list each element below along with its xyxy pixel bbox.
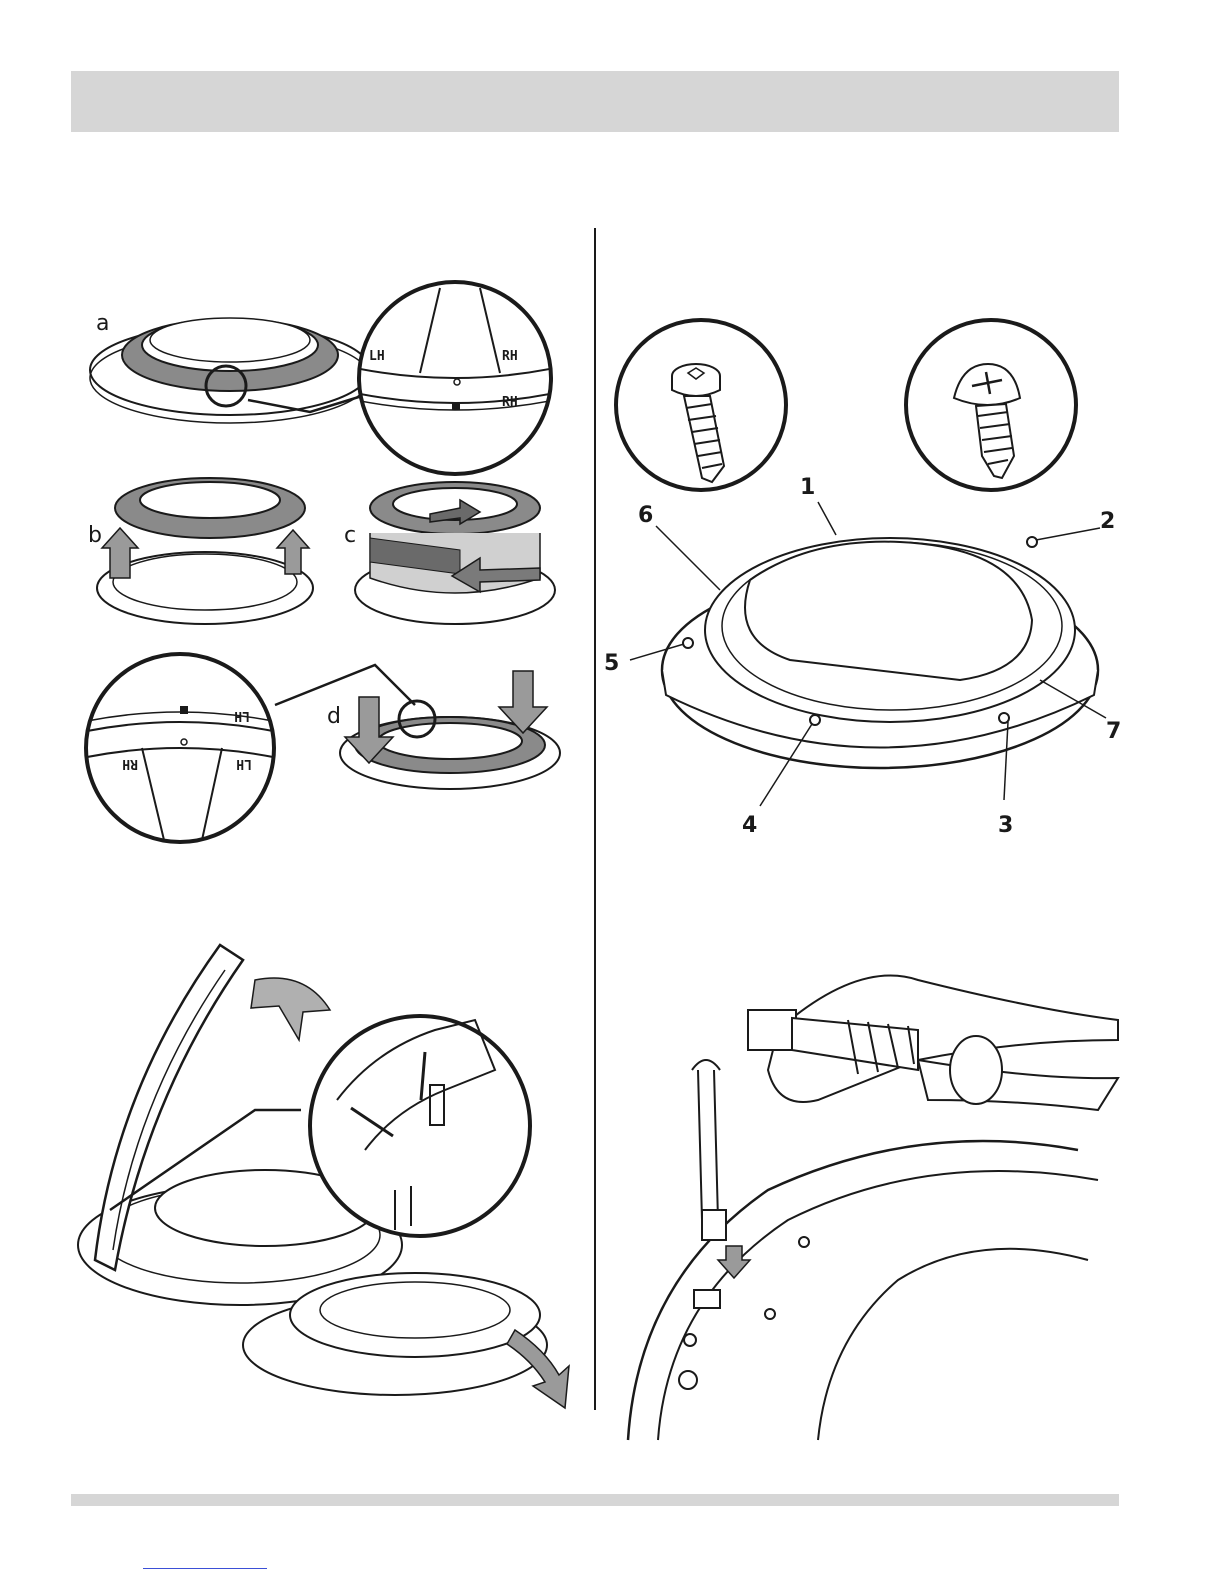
figure-a-ring-on-base: a — [80, 300, 380, 430]
screw-closeup-phillips — [902, 316, 1080, 494]
figure-label-b: b — [88, 523, 102, 548]
callout-5: 5 — [604, 651, 619, 676]
marking-lh-lower-inverted: LH — [236, 756, 252, 771]
marking-rh-top: RH — [502, 349, 518, 364]
figure-pliers-clip-removal — [618, 960, 1120, 1440]
column-divider — [594, 228, 596, 1410]
figure-lid-screw-locations: 1 2 3 4 5 6 7 — [600, 470, 1130, 840]
footer-bar — [71, 1494, 1119, 1506]
header-bar — [71, 71, 1119, 132]
figure-label-a: a — [96, 311, 109, 336]
marking-lh-upper-inverted: LH — [234, 708, 250, 723]
marking-lh-top: LH — [369, 349, 385, 364]
screw-closeup-torx — [612, 316, 790, 494]
callout-2: 2 — [1100, 509, 1115, 534]
callout-7: 7 — [1106, 719, 1121, 744]
figure-lid-hinge-removal — [75, 930, 585, 1420]
zoom-circle-ring-markings-top: LH RH RH — [355, 278, 555, 478]
figure-label-d: d — [327, 704, 341, 729]
figure-label-c: c — [344, 523, 356, 548]
marking-rh-inverted: RH — [122, 756, 138, 771]
figure-c-rotate-ring: c — [330, 478, 560, 628]
figure-b-lift-ring: b — [80, 478, 320, 628]
footer-link-underline[interactable] — [143, 1568, 267, 1569]
callout-3: 3 — [998, 813, 1013, 838]
callout-4: 4 — [742, 813, 757, 838]
callout-1: 1 — [800, 475, 815, 500]
figure-d-press-ring-down: d — [275, 665, 565, 795]
callout-6: 6 — [638, 503, 653, 528]
marking-rh-lower: RH — [502, 395, 518, 410]
zoom-circle-ring-markings-bottom: LH RH LH — [82, 650, 278, 846]
